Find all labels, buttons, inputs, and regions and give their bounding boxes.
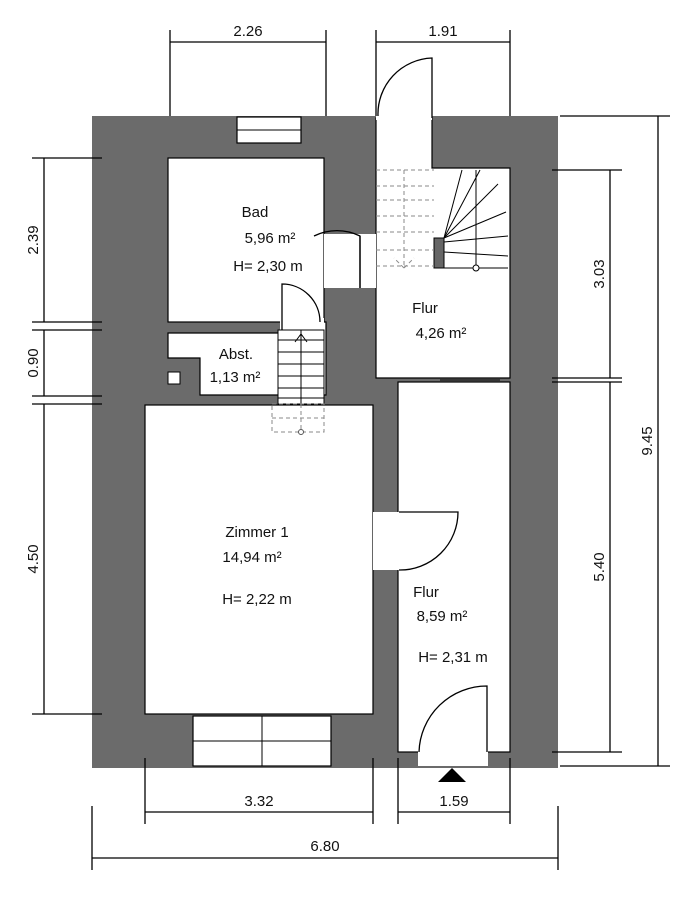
dim-top-right: 1.91 bbox=[428, 23, 457, 40]
chimney-icon bbox=[167, 371, 181, 385]
room-label-abst-name: Abst. bbox=[219, 346, 253, 363]
door-swing-icon bbox=[377, 57, 433, 118]
dim-bottom-left: 3.32 bbox=[244, 793, 273, 810]
dim-left-lower: 4.50 bbox=[25, 544, 42, 573]
room-label-flur-lower-name: Flur bbox=[413, 584, 439, 601]
room-label-flur-lower-area: 8,59 m² bbox=[417, 608, 468, 625]
room-label-zimmer1-name: Zimmer 1 bbox=[225, 524, 288, 541]
window-icon bbox=[192, 715, 332, 767]
room-label-bad-name: Bad bbox=[242, 204, 269, 221]
door-swing-icon bbox=[398, 511, 459, 571]
window-icon bbox=[236, 116, 302, 144]
dim-bottom-right: 1.59 bbox=[439, 793, 468, 810]
dim-right-lower: 5.40 bbox=[591, 552, 608, 581]
dim-left-middle: 0.90 bbox=[25, 348, 42, 377]
room-label-bad-area: 5,96 m² bbox=[245, 230, 296, 247]
room-label-flur-upper-area: 4,26 m² bbox=[416, 325, 467, 342]
door-opening-bad bbox=[324, 234, 376, 288]
door-opening-entrance bbox=[418, 750, 488, 766]
room-label-abst-area: 1,13 m² bbox=[210, 369, 261, 386]
door-swing-icon bbox=[313, 229, 361, 288]
room-zimmer1[interactable] bbox=[144, 404, 374, 715]
room-label-flur-upper-name: Flur bbox=[412, 300, 438, 317]
stair-icon bbox=[376, 169, 509, 272]
room-flur-lower[interactable] bbox=[397, 381, 511, 753]
room-label-zimmer1-area: 14,94 m² bbox=[222, 549, 281, 566]
dim-right-upper: 3.03 bbox=[591, 259, 608, 288]
dim-right-total: 9.45 bbox=[639, 426, 656, 455]
door-opening-top bbox=[376, 114, 432, 120]
dim-bottom-total: 6.80 bbox=[310, 838, 339, 855]
dim-top-left: 2.26 bbox=[233, 23, 262, 40]
dimension-lines bbox=[32, 30, 670, 870]
entrance-triangle-icon bbox=[438, 768, 466, 782]
room-label-flur-lower-height: H= 2,31 m bbox=[418, 649, 488, 666]
room-bad[interactable] bbox=[167, 157, 325, 323]
room-label-zimmer1-height: H= 2,22 m bbox=[222, 591, 292, 608]
dim-left-upper: 2.39 bbox=[25, 225, 42, 254]
door-opening-zimmer bbox=[373, 512, 399, 570]
room-label-bad-height: H= 2,30 m bbox=[233, 258, 303, 275]
door-swing-icon bbox=[281, 283, 321, 330]
door-swing-icon bbox=[418, 685, 488, 753]
stair-icon bbox=[271, 329, 325, 435]
